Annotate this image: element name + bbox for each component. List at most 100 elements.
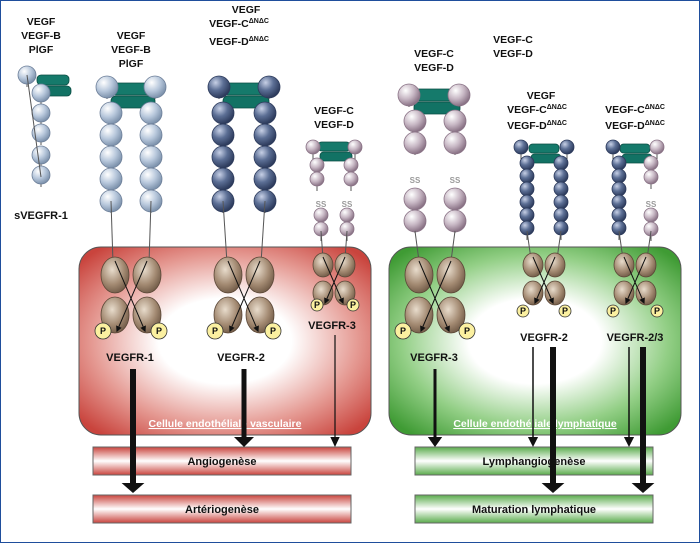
ig-domain [519, 220, 535, 236]
lymphangiogenesis-box [414, 446, 654, 476]
ig-domain [611, 194, 627, 210]
ig-domain [257, 75, 281, 99]
transphosphorylation-arrow [322, 256, 344, 305]
phospho-badge [150, 322, 168, 340]
ig-domain [139, 167, 163, 191]
ig-domain [403, 109, 427, 133]
lymphangiogenesis-label: Lymphangiogenèse [483, 456, 586, 468]
ligand-label: VEGF [117, 30, 146, 42]
ligand-label: PlGF [29, 44, 54, 56]
vegfr23-label: VEGFR-2/3 [607, 332, 664, 344]
ig-domain [253, 145, 277, 169]
ligands-vegfr3-green: VEGF-C VEGF-D [414, 48, 454, 74]
phospho-label: P [654, 306, 660, 316]
ligand-label: PlGF [119, 58, 144, 70]
phospho-badge [94, 322, 112, 340]
ig-domain [253, 167, 277, 191]
kinase-domain [613, 280, 635, 306]
ig-domain [139, 123, 163, 147]
ig-domain [99, 167, 123, 191]
transphosphorylation-arrow [418, 260, 450, 333]
ligand-label: VEGF-B [21, 30, 61, 42]
ig-domain [611, 181, 627, 197]
arrowhead [631, 483, 655, 493]
kinase-domain [613, 252, 635, 278]
tm-segment [222, 200, 228, 264]
vascular-cell [78, 246, 372, 436]
chain-stalk [26, 74, 42, 178]
ligand-label: VEGF-CΔNΔC [209, 18, 269, 30]
phospho-badge [206, 322, 224, 340]
ligand-label: VEGF-DΔNΔC [605, 120, 665, 132]
ig-domain [99, 123, 123, 147]
transphosphorylation-arrow [116, 260, 148, 333]
ig-domain [519, 207, 535, 223]
transphosphorylation-arrow [532, 256, 554, 305]
phospho-label: P [562, 306, 568, 316]
phospho-label: P [400, 326, 406, 336]
kinase-domain [522, 280, 544, 306]
ig-domain [443, 131, 467, 155]
kinase-domain [213, 256, 243, 294]
phospho-label: P [350, 300, 356, 310]
vegfr2-label: VEGFR-2 [217, 352, 265, 364]
ig-domain [553, 155, 569, 171]
tm-segment [110, 200, 114, 264]
ligands-vegfr23: VEGF-CΔNΔC VEGF-DΔNΔC [605, 104, 665, 132]
ig-domain [99, 145, 123, 169]
arrowhead [330, 437, 340, 447]
ig-domain [343, 171, 359, 187]
phospho-label: P [520, 306, 526, 316]
angiogenesis-label: Angiogenèse [187, 456, 256, 468]
signal-arrows [121, 335, 655, 493]
phospho-badge [264, 322, 282, 340]
disulfide-label: SS [410, 176, 421, 185]
kinase-domain [544, 280, 566, 306]
phospho-label: P [270, 326, 276, 336]
ligand-label: VEGF-DΔNΔC [507, 120, 567, 132]
ligands-svegfr1: VEGF VEGF-B PlGF [21, 16, 61, 56]
kinase-domain [213, 296, 243, 334]
ligand-label: VEGF-CΔNΔC [605, 104, 665, 116]
ig-domain [611, 155, 627, 171]
ig-domain [309, 157, 325, 173]
lymphatic-cell [388, 246, 682, 436]
vascular-cell-label: Cellule endothéliale vasculaire [149, 418, 302, 430]
ig-domain [643, 155, 659, 171]
kinase-domain [404, 296, 434, 334]
ligand-label: VEGF-CΔNΔC [507, 104, 567, 116]
arteriogenesis-label: Artériogenèse [185, 504, 259, 516]
ligand-label: VEGF-C [414, 48, 454, 60]
transphosphorylation-arrow [420, 260, 452, 333]
ligand-label: VEGF-D [414, 62, 454, 74]
ig-domain [649, 139, 665, 155]
kinase-domain [100, 256, 130, 294]
ig-domain [211, 123, 235, 147]
ig-domain [443, 109, 467, 133]
vegfr3-red-label: VEGFR-3 [308, 320, 356, 332]
ig-domain [309, 171, 325, 187]
ig-domain [95, 75, 119, 99]
phospho-badge [558, 304, 572, 318]
kinase-domain [245, 256, 275, 294]
kinase-domain [132, 296, 162, 334]
vegfr1-label: VEGFR-1 [106, 352, 154, 364]
phospho-badge [458, 322, 476, 340]
lymphatic-maturation-label: Maturation lymphatique [472, 504, 596, 516]
ig-domain [611, 207, 627, 223]
kinase-domain [635, 280, 657, 306]
phospho-label: P [610, 306, 616, 316]
ig-domain [31, 123, 51, 143]
ig-domain [643, 169, 659, 185]
vegfr2-green-label: VEGFR-2 [520, 332, 568, 344]
lymphatic-cell-label: Cellule endothéliale lymphatique [453, 418, 617, 430]
ig-domain [211, 167, 235, 191]
ig-domain [139, 101, 163, 125]
ligand-monomer [319, 151, 353, 162]
kinase-domain [312, 252, 334, 278]
tm-segment [148, 200, 152, 264]
